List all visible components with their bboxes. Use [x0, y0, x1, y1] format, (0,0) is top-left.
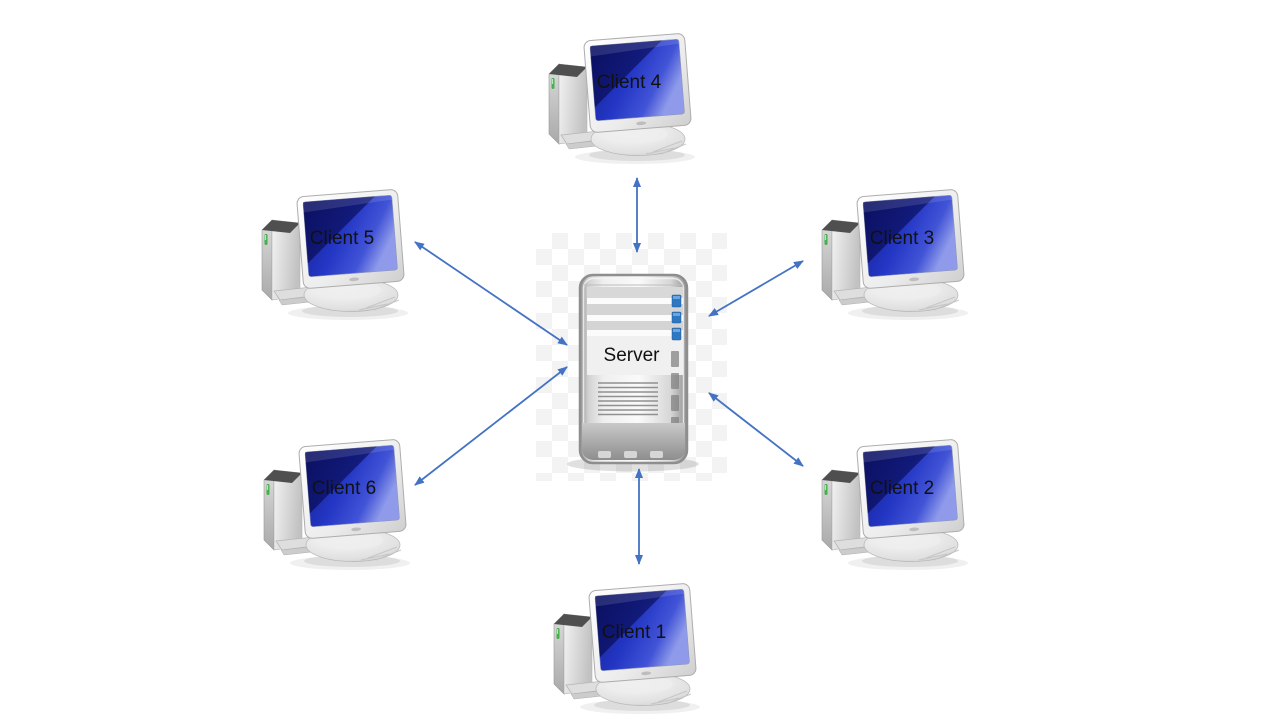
client-5-node: Client 5 [248, 184, 418, 324]
client-computer-icon [540, 578, 710, 718]
client-3-label: Client 3 [869, 228, 935, 249]
client-6-label: Client 6 [311, 478, 377, 499]
client-4-label: Client 4 [596, 72, 662, 93]
client-computer-icon [248, 184, 418, 324]
client-computer-icon [808, 434, 978, 574]
client-6-node: Client 6 [250, 434, 420, 574]
client-1-node: Client 1 [540, 578, 710, 718]
client-1-label: Client 1 [601, 622, 667, 643]
server-label: Server [603, 345, 660, 366]
client-2-label: Client 2 [869, 478, 935, 499]
client-5-label: Client 5 [309, 228, 375, 249]
client-2-node: Client 2 [808, 434, 978, 574]
client-computer-icon [808, 184, 978, 324]
server-icon [567, 273, 699, 472]
client-computer-icon [535, 28, 705, 168]
client-3-node: Client 3 [808, 184, 978, 324]
client-computer-icon [250, 434, 420, 574]
client-4-node: Client 4 [535, 28, 705, 168]
server-node: Server [536, 233, 727, 481]
server-led-buttons [671, 294, 682, 341]
